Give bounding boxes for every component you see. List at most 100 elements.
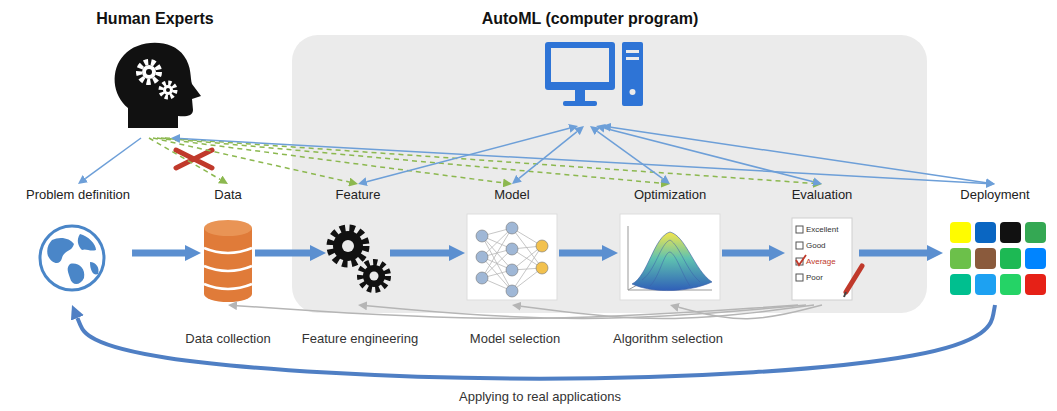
icon-part xyxy=(796,242,803,249)
automl-link xyxy=(519,132,577,179)
stage-box: Deployment xyxy=(943,184,1047,305)
icon-part xyxy=(90,262,99,275)
stage-box: Problem definition xyxy=(24,184,132,305)
expert-dashed-link xyxy=(149,138,220,179)
expert-dashed-link xyxy=(157,138,503,183)
flow-arrow xyxy=(255,250,310,257)
icon-part xyxy=(626,50,639,53)
app-icon xyxy=(1000,222,1021,243)
app-icon xyxy=(1025,274,1046,295)
globe-icon xyxy=(40,226,104,290)
heading-text: Human Experts xyxy=(96,9,213,28)
stage-label: Optimization xyxy=(634,187,706,203)
app-icon xyxy=(1025,222,1046,243)
icon-part xyxy=(632,232,712,291)
icon-part xyxy=(467,214,557,300)
nn-unit xyxy=(506,243,518,255)
icon-part xyxy=(115,43,201,128)
stage-caption: Algorithm selection xyxy=(613,331,723,346)
icon-part xyxy=(47,238,74,263)
computer-icon xyxy=(545,42,643,106)
icon-part xyxy=(139,62,159,82)
flow-arrow xyxy=(390,250,449,257)
automl-link xyxy=(367,128,570,181)
icon-part xyxy=(551,48,609,82)
app-icon xyxy=(950,222,971,243)
icon-part xyxy=(620,214,720,300)
icon-part xyxy=(166,88,170,92)
neural-network-icon xyxy=(467,214,557,300)
flow-arrow xyxy=(722,250,769,257)
icon-part xyxy=(476,222,548,297)
nn-unit xyxy=(536,262,548,274)
checklist-icon xyxy=(792,218,862,300)
icon-part xyxy=(796,226,803,233)
icon-part xyxy=(796,255,806,265)
icon-part xyxy=(40,226,104,290)
stage-label: Feature xyxy=(336,187,381,203)
icon-part xyxy=(78,234,96,251)
app-icon xyxy=(950,274,971,295)
app-icon xyxy=(950,248,971,269)
icon-part xyxy=(204,284,252,289)
expert-link xyxy=(180,139,986,184)
rating-label: Good xyxy=(806,241,826,251)
nn-unit xyxy=(536,240,548,252)
expert-dashed-link xyxy=(165,138,813,183)
nn-unit xyxy=(476,272,488,284)
automl-link xyxy=(597,131,662,178)
icon-part xyxy=(146,69,152,75)
stage-label: Deployment xyxy=(960,187,1029,203)
stage-label: Evaluation xyxy=(792,187,853,203)
icon-part xyxy=(204,220,252,236)
gears-icon xyxy=(331,229,387,289)
app-icon xyxy=(1000,248,1021,269)
rating-label: Average xyxy=(806,257,836,267)
icon-part xyxy=(161,83,175,97)
app-icon xyxy=(975,248,996,269)
app-icon xyxy=(975,222,996,243)
stage-label: Model xyxy=(494,187,529,203)
feedback-arc xyxy=(367,305,806,318)
icon-part xyxy=(331,229,365,263)
app-icons xyxy=(950,222,1046,295)
automl-box: AutoML (computer program) xyxy=(480,6,701,126)
head-icon xyxy=(115,43,201,128)
icon-part xyxy=(545,42,615,90)
icon-part xyxy=(361,263,387,289)
icon-part xyxy=(142,65,156,79)
surface-plot-icon xyxy=(620,214,720,300)
stage-box: Optimization xyxy=(618,184,722,305)
icon-part xyxy=(796,274,803,281)
icon-part xyxy=(844,292,846,297)
icon-part xyxy=(204,266,252,271)
icon-part xyxy=(68,264,85,284)
icon-part xyxy=(575,90,585,101)
automl-link xyxy=(611,127,986,182)
app-icon xyxy=(1025,248,1046,269)
icon-part xyxy=(370,272,379,281)
icon-part xyxy=(204,248,252,253)
stage-box: Data xyxy=(201,184,255,305)
edge-label: Applying to real applications xyxy=(456,389,624,404)
application-loop xyxy=(77,305,995,379)
flow-arrow xyxy=(132,250,185,257)
icon-part xyxy=(846,266,862,292)
icon-part xyxy=(163,85,173,95)
nn-unit xyxy=(476,251,488,263)
expert-link xyxy=(85,138,141,179)
icon-part xyxy=(333,231,363,261)
stage-box: Feature xyxy=(326,184,390,305)
icon-part xyxy=(628,226,712,290)
stage-caption: Data collection xyxy=(185,331,270,346)
icon-part xyxy=(626,57,639,60)
rating-label: Excellent xyxy=(806,225,838,235)
stage-label: Data xyxy=(214,187,241,203)
nn-unit xyxy=(506,285,518,297)
feedback-arc xyxy=(679,305,822,319)
automl-link xyxy=(605,128,814,182)
icon-part xyxy=(642,240,700,286)
flow-arrow xyxy=(559,250,602,257)
